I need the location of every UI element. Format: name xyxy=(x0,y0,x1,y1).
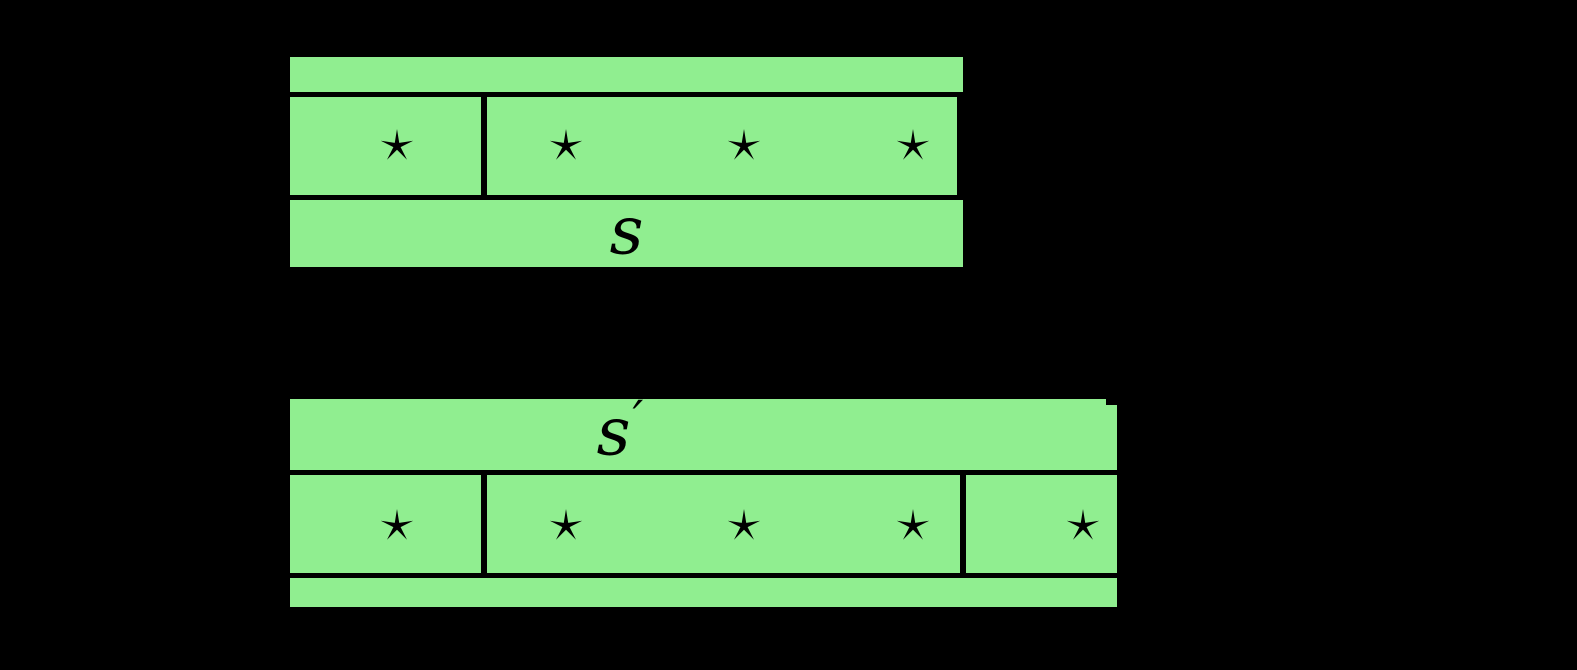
bottom-row-top-border xyxy=(290,470,1117,475)
top-cells-row xyxy=(290,92,963,200)
s-prime-label: s′ xyxy=(597,395,644,465)
bottom-row-cell-divider-1 xyxy=(481,470,487,578)
star-icon xyxy=(380,129,414,160)
star-icon xyxy=(727,509,761,540)
star-icon xyxy=(380,509,414,540)
top-row-cell-divider xyxy=(481,92,487,200)
top-right-corner-notch xyxy=(1106,399,1117,405)
s-prime-label-prime-mark: ′ xyxy=(632,390,644,446)
top-overbar xyxy=(290,57,963,92)
top-row-right-border xyxy=(957,92,963,200)
top-row-top-border xyxy=(290,92,963,97)
top-row-bottom-border xyxy=(290,195,963,200)
star-icon xyxy=(896,509,930,540)
bottom-cells-row xyxy=(290,470,1117,578)
star-icon xyxy=(549,509,583,540)
bottom-row-bottom-border xyxy=(290,573,1117,578)
s-prime-label-bar: s′ xyxy=(290,395,1117,470)
star-icon xyxy=(896,129,930,160)
star-icon xyxy=(549,129,583,160)
s-prime-label-base: s xyxy=(596,392,631,470)
star-icon xyxy=(1066,509,1100,540)
bottom-underbar xyxy=(290,578,1117,607)
star-icon xyxy=(727,129,761,160)
bottom-row-cell-divider-2 xyxy=(960,470,966,578)
s-label-bar: s xyxy=(290,191,963,269)
s-label: s xyxy=(609,191,644,269)
